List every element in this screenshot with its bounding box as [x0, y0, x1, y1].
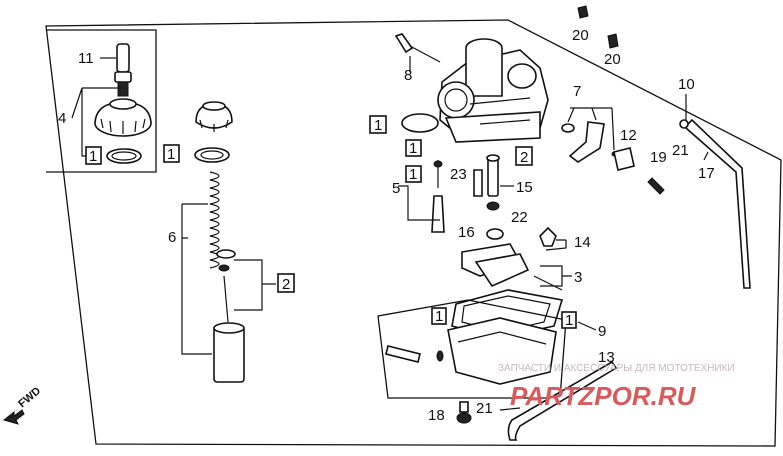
part-21-clip-bottom [499, 407, 521, 411]
throttle-spring [209, 171, 220, 269]
part-4-cap [94, 98, 152, 137]
boxed-callout-2-jet: 2 [515, 146, 533, 166]
callout-5: 5 [392, 180, 400, 197]
part-20-bolt-a [577, 5, 589, 19]
part-13-drain-tube [507, 360, 618, 441]
svg-text:1: 1 [167, 146, 175, 163]
callout-6: 6 [168, 229, 176, 246]
callout-3: 3 [574, 269, 582, 286]
boxed-callout-1-slide: 1 [163, 144, 180, 163]
part-17-tube [679, 94, 751, 289]
svg-text:1: 1 [89, 148, 97, 165]
svg-text:1: 1 [435, 308, 443, 325]
part-3-float [461, 243, 572, 291]
float-bowl [447, 317, 557, 385]
part-23-jet [473, 169, 483, 197]
boxed-callout-1-jet-a: 1 [405, 139, 422, 157]
boxed-callout-1-jet-b: 1 [405, 165, 422, 183]
callout-20a: 20 [572, 27, 589, 44]
needle-jet-assembly [398, 160, 445, 233]
slide-top-cap [195, 101, 233, 132]
callout-9: 9 [598, 323, 606, 340]
slide-oring [194, 147, 230, 163]
callout-4: 4 [58, 110, 66, 127]
callout-15: 15 [516, 179, 533, 196]
boxed-callout-2-slide: 2 [277, 273, 295, 293]
part-20-bolt-b [607, 33, 619, 49]
drain-screw [385, 345, 444, 363]
callout-12: 12 [620, 127, 637, 144]
callout-13: 13 [598, 349, 615, 366]
part-15-main-jet [486, 154, 500, 211]
callout-10: 10 [678, 76, 695, 93]
part-12-bracket [613, 147, 635, 171]
svg-text:1: 1 [409, 166, 417, 183]
part-14-float-valve [539, 226, 567, 251]
part-18-bolt [456, 401, 472, 424]
throttle-slide [213, 322, 245, 383]
fwd-label: FWD [16, 385, 43, 410]
callout-7: 7 [573, 83, 581, 100]
part-11-holder [114, 43, 132, 97]
assembly-frame [45, 19, 782, 447]
boxed-callout-1-bowl-gasket: 1 [561, 311, 577, 329]
callout-22: 22 [511, 209, 528, 226]
part-7-lever [561, 107, 617, 163]
part-8-screw [394, 33, 441, 63]
svg-text:1: 1 [374, 117, 382, 134]
callout-21b: 21 [476, 400, 493, 417]
part-19-screw [647, 177, 665, 195]
watermark-logo: PARTZPOR.RU [510, 381, 697, 411]
svg-text:2: 2 [520, 149, 528, 166]
svg-text:1: 1 [565, 312, 573, 329]
bowl-frame [377, 299, 567, 399]
callout-11: 11 [78, 50, 94, 67]
carburetor-body [437, 38, 549, 143]
callout-21a: 21 [672, 142, 689, 159]
part-16-washer [486, 228, 504, 240]
part-1-oring-inset [106, 148, 142, 164]
callout-19: 19 [650, 149, 667, 166]
callout-8: 8 [404, 67, 412, 84]
svg-text:2: 2 [282, 276, 290, 293]
body-oring [401, 113, 439, 133]
callout-17: 17 [698, 165, 715, 182]
callout-18: 18 [428, 407, 445, 424]
callout-14: 14 [574, 234, 591, 251]
fwd-arrow-icon: FWD [2, 385, 43, 425]
callout-20b: 20 [604, 51, 621, 68]
boxed-callout-1-inset: 1 [85, 146, 102, 165]
boxed-callout-1-body: 1 [369, 115, 387, 134]
inset-frame [46, 29, 157, 173]
svg-text:1: 1 [409, 140, 417, 157]
callout-16: 16 [458, 224, 475, 241]
jet-needle-clip [216, 249, 236, 323]
boxed-callout-1-bowl: 1 [431, 307, 447, 325]
callout-23: 23 [450, 166, 467, 183]
watermark-line1: ЗАПЧАСТИ И АКСЕССУАРЫ ДЛЯ МОТОТЕХНИКИ [498, 363, 735, 374]
